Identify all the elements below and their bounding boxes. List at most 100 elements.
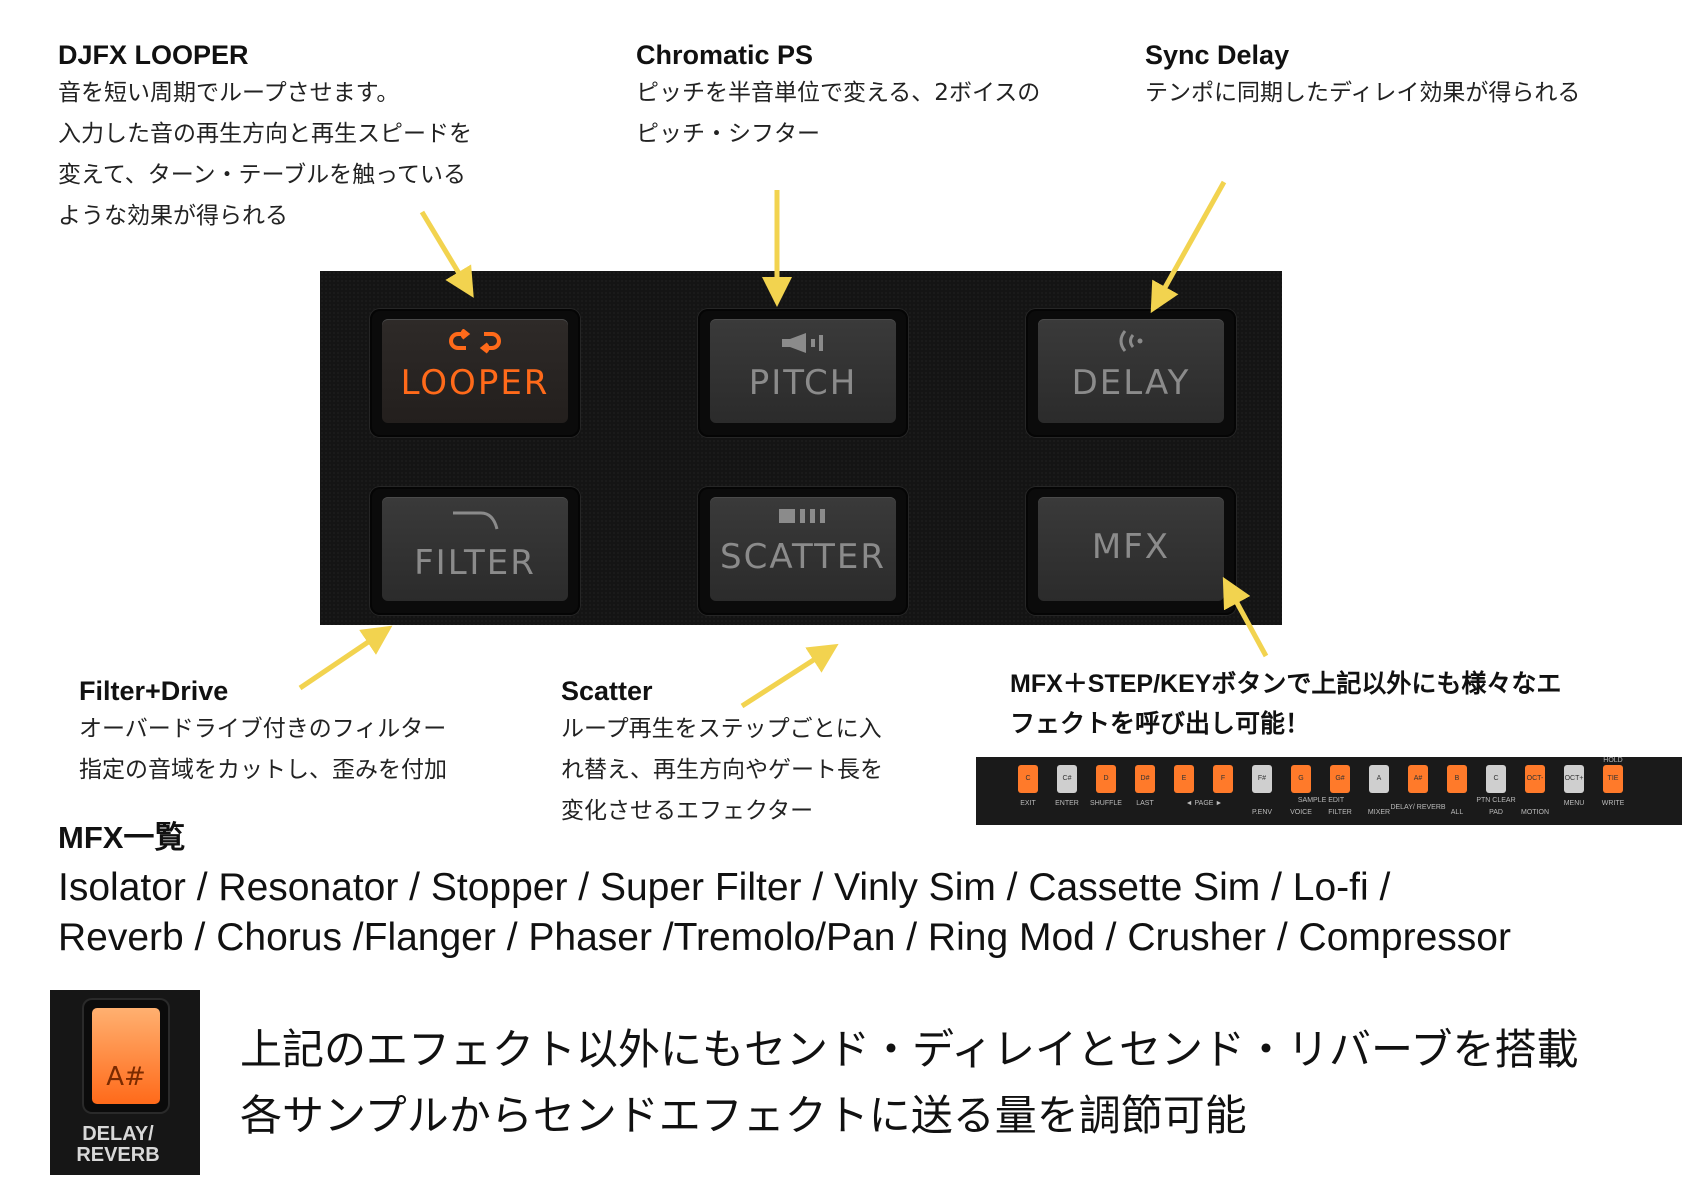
mfx-list-heading: MFX一覧 bbox=[58, 820, 186, 855]
key-note: C bbox=[1493, 775, 1499, 782]
megaphone-icon bbox=[698, 331, 908, 359]
key-label: SHUFFLE bbox=[1090, 800, 1122, 807]
caption-line: MFX＋STEP/KEYボタンで上記以外にも様々なエ bbox=[1010, 670, 1562, 698]
scatter-pad-label: SCATTER bbox=[720, 537, 886, 577]
key-note: G# bbox=[1335, 775, 1345, 782]
caption-line: ピッチを半音単位で変える、2ボイスの bbox=[636, 80, 1041, 106]
key-label: P.ENV bbox=[1251, 809, 1273, 816]
key-label: PAD bbox=[1489, 809, 1503, 816]
mfx-pad[interactable]: MFX bbox=[1026, 487, 1236, 615]
step-key-g[interactable]: G bbox=[1291, 765, 1311, 793]
step-key-e[interactable]: E bbox=[1174, 765, 1194, 793]
key-label: MENU bbox=[1563, 800, 1585, 807]
key-label: FILTER bbox=[1328, 809, 1352, 816]
delay-reverb-key-image: A# DELAY/ REVERB bbox=[50, 990, 200, 1175]
caption-scatter-title: Scatter bbox=[561, 676, 653, 706]
looper-pad-label: LOOPER bbox=[400, 363, 550, 403]
mfx-list-line-2: Reverb / Chorus /Flanger / Phaser /Tremo… bbox=[58, 916, 1511, 959]
key-note: TIE bbox=[1607, 775, 1619, 782]
caption-pitch-title: Chromatic PS bbox=[636, 40, 814, 70]
caption-mfx: MFX＋STEP/KEYボタンで上記以外にも様々なエ フェクトを呼び出し可能！ bbox=[1010, 664, 1561, 744]
key-note: OCT- bbox=[1526, 775, 1544, 782]
step-key-f[interactable]: F bbox=[1213, 765, 1233, 793]
caption-delay: Sync Delay テンポに同期したディレイ効果が得られる bbox=[1145, 40, 1580, 114]
delay-pad-label: DELAY bbox=[1071, 363, 1191, 403]
step-key-a-sharp[interactable]: A# bbox=[1408, 765, 1428, 793]
caption-scatter: Scatter ループ再生をステップごとに入 れ替え、再生方向やゲート長を 変化… bbox=[561, 676, 883, 832]
caption-pitch: Chromatic PS ピッチを半音単位で変える、2ボイスの ピッチ・シフター bbox=[636, 40, 1040, 155]
caption-line: 入力した音の再生方向と再生スピードを bbox=[58, 121, 472, 147]
key-note: E bbox=[1181, 775, 1187, 782]
arrow-mfx bbox=[1222, 576, 1269, 658]
caption-line: ピッチ・シフター bbox=[636, 121, 820, 147]
caption-line: オーバードライブ付きのフィルター bbox=[79, 716, 447, 742]
loop-icon bbox=[370, 328, 580, 359]
caption-line: 変化させるエフェクター bbox=[561, 798, 814, 824]
key-note: OCT+ bbox=[1564, 775, 1584, 782]
caption-line: テンポに同期したディレイ効果が得られる bbox=[1145, 80, 1581, 106]
pitch-pad-label: PITCH bbox=[748, 363, 858, 403]
step-key-oct-up[interactable]: OCT+ bbox=[1564, 765, 1584, 793]
step-key-d[interactable]: D bbox=[1096, 765, 1116, 793]
step-key-c-sharp[interactable]: C# bbox=[1057, 765, 1077, 793]
filter-pad[interactable]: FILTER bbox=[370, 487, 580, 615]
arrow-looper bbox=[419, 210, 474, 298]
key-label: MOTION bbox=[1521, 809, 1549, 816]
delay-reverb-key-label: DELAY/ REVERB bbox=[76, 1123, 160, 1166]
filter-curve-icon bbox=[370, 507, 580, 537]
caption-line: れ替え、再生方向やゲート長を bbox=[561, 757, 883, 783]
step-key-g-sharp[interactable]: G# bbox=[1330, 765, 1350, 793]
step-key-oct-down[interactable]: OCT- bbox=[1525, 765, 1545, 793]
key-label: EXIT bbox=[1020, 800, 1036, 807]
key-note: D bbox=[1103, 775, 1109, 782]
key-note: C# bbox=[1062, 775, 1072, 782]
looper-pad[interactable]: LOOPER bbox=[370, 309, 580, 437]
caption-line: 変えて、ターン・テーブルを触っている bbox=[58, 162, 467, 188]
key-label: ◄ PAGE ► bbox=[1185, 800, 1223, 807]
caption-looper: DJFX LOOPER 音を短い周期でループさせます。 入力した音の再生方向と再… bbox=[58, 40, 472, 237]
mfx-list-line-1: Isolator / Resonator / Stopper / Super F… bbox=[58, 866, 1391, 909]
caption-line: 指定の音域をカットし、歪みを付加 bbox=[79, 757, 447, 783]
step-key-strip: C C# D D# E F F# G G# A A# B C OCT- OCT+… bbox=[976, 757, 1682, 825]
key-label: ALL bbox=[1450, 809, 1464, 816]
step-key-f-sharp[interactable]: F# bbox=[1252, 765, 1272, 793]
filter-pad-label: FILTER bbox=[414, 543, 536, 583]
step-key-a[interactable]: A bbox=[1369, 765, 1389, 793]
key-note: A# bbox=[1413, 775, 1423, 782]
key-note: D# bbox=[1140, 775, 1150, 782]
scatter-bars-icon bbox=[698, 505, 908, 531]
key-label: SAMPLE EDIT bbox=[1297, 797, 1345, 804]
caption-line: ループ再生をステップごとに入 bbox=[561, 716, 882, 742]
delay-pad[interactable]: DELAY bbox=[1026, 309, 1236, 437]
key-note: F bbox=[1220, 775, 1226, 782]
key-label: HOLD bbox=[1603, 757, 1623, 764]
step-key-d-sharp[interactable]: D# bbox=[1135, 765, 1155, 793]
key-note: F# bbox=[1257, 775, 1267, 782]
pitch-pad[interactable]: PITCH bbox=[698, 309, 908, 437]
key-label: DELAY/ REVERB bbox=[1390, 804, 1446, 811]
caption-filter: Filter+Drive オーバードライブ付きのフィルター 指定の音域をカットし… bbox=[79, 676, 447, 791]
key-label: MIXER bbox=[1367, 809, 1391, 816]
step-key-b[interactable]: B bbox=[1447, 765, 1467, 793]
send-effect-line-2: 各サンプルからセンドエフェクトに送る量を調節可能 bbox=[240, 1091, 1247, 1140]
echo-icon bbox=[1026, 327, 1236, 359]
step-key-c-high[interactable]: C bbox=[1486, 765, 1506, 793]
delay-reverb-key-note: A# bbox=[106, 1062, 146, 1092]
key-note: G bbox=[1298, 775, 1304, 782]
key-label: LAST bbox=[1136, 800, 1154, 807]
send-effect-line-1: 上記のエフェクト以外にもセンド・ディレイとセンド・リバーブを搭載 bbox=[240, 1025, 1579, 1074]
key-note: C bbox=[1025, 775, 1031, 782]
effect-pad-panel: LOOPER PITCH DELAY FILTER SCATTER MFX bbox=[320, 271, 1282, 625]
key-label: ENTER bbox=[1055, 800, 1079, 807]
step-key-c[interactable]: C bbox=[1018, 765, 1038, 793]
key-note: A bbox=[1376, 775, 1382, 782]
key-label: WRITE bbox=[1601, 800, 1625, 807]
step-key-tie[interactable]: TIE bbox=[1603, 765, 1623, 793]
caption-line: 音を短い周期でループさせます。 bbox=[58, 80, 400, 106]
mfx-pad-label: MFX bbox=[1091, 527, 1171, 567]
caption-delay-title: Sync Delay bbox=[1145, 40, 1290, 70]
key-label: VOICE bbox=[1290, 809, 1312, 816]
scatter-pad[interactable]: SCATTER bbox=[698, 487, 908, 615]
caption-line: ような効果が得られる bbox=[58, 203, 288, 229]
